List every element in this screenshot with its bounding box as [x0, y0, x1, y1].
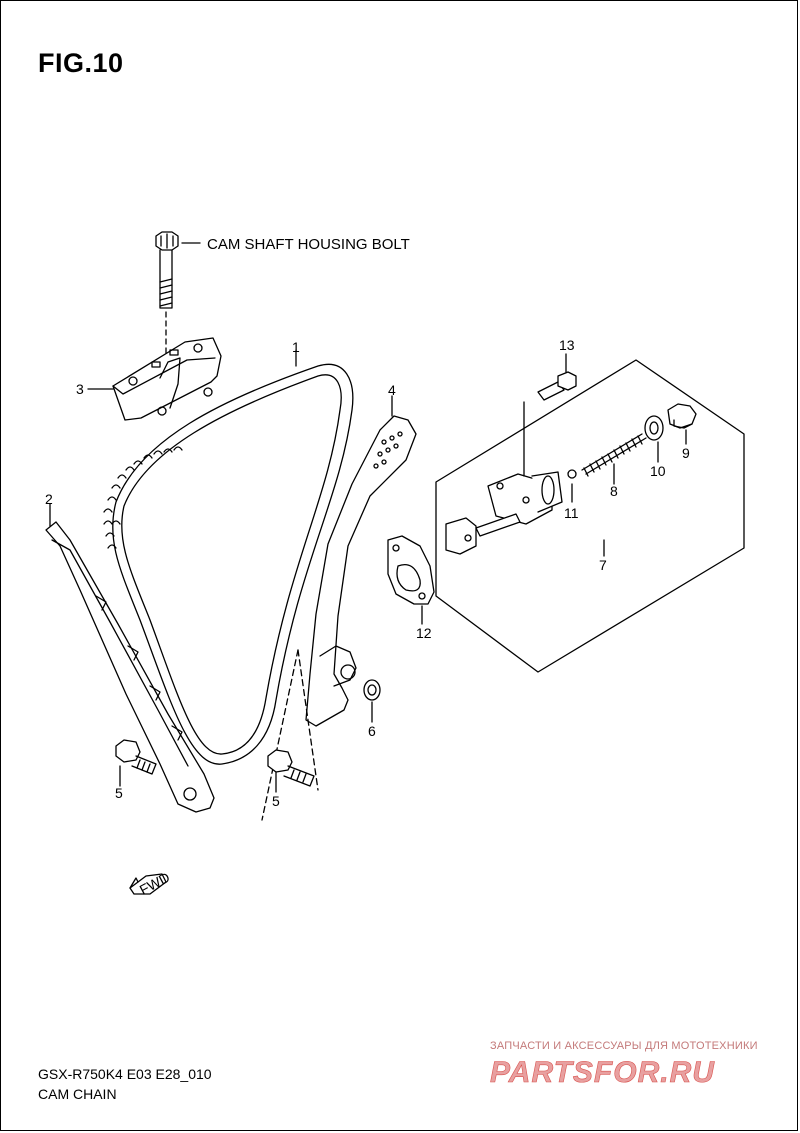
callout-9: 9	[682, 445, 690, 461]
part-5-guide-bolt-left	[115, 739, 157, 787]
callout-1: 1	[292, 339, 300, 355]
figure-title: FIG.10	[38, 48, 124, 78]
callout-8: 8	[610, 483, 618, 499]
section-name: CAM CHAIN	[38, 1086, 117, 1102]
part-1-cam-chain	[103, 349, 354, 765]
callout-11: 11	[564, 505, 579, 521]
callout-6: 6	[368, 723, 376, 739]
part-9-plug	[667, 403, 697, 445]
cam-shaft-housing-bolt-label: CAM SHAFT HOUSING BOLT	[207, 236, 410, 253]
part-2-left-guide	[45, 503, 215, 813]
assembly-lines	[261, 649, 319, 821]
watermark-logo: PARTSFOR.RU	[490, 1056, 715, 1088]
fwd-label: FWD	[137, 869, 173, 898]
part-10-washer	[644, 415, 664, 463]
svg-text:PARTSFOR.RU: PARTSFOR.RU	[490, 1056, 715, 1088]
part-8-spring	[581, 433, 647, 485]
callout-5-left: 5	[115, 785, 123, 801]
part-4-tensioner-guide	[305, 395, 417, 727]
callout-7: 7	[599, 557, 607, 573]
callout-4: 4	[388, 382, 396, 398]
part-11-ball	[567, 469, 577, 503]
callout-3: 3	[76, 381, 84, 397]
watermark-tagline: ЗАПЧАСТИ И АКСЕССУАРЫ ДЛЯ МОТОТЕХНИКИ	[490, 1040, 758, 1052]
callout-13: 13	[559, 337, 575, 353]
callout-12: 12	[416, 625, 432, 641]
part-13-bolt	[537, 353, 577, 401]
model-code: GSX-R750K4 E03 E28_010	[38, 1066, 212, 1082]
callout-2: 2	[45, 491, 53, 507]
callout-5-right: 5	[272, 793, 280, 809]
callout-10: 10	[650, 463, 666, 479]
part-12-gasket	[387, 535, 435, 625]
fwd-arrow	[129, 873, 167, 895]
part-7-tensioner-assembly-box	[435, 359, 745, 673]
part-3-top-guide	[87, 337, 222, 421]
part-6-washer	[363, 679, 381, 723]
tensioner-body	[445, 401, 563, 555]
part-5-guide-bolt-right	[267, 749, 315, 793]
